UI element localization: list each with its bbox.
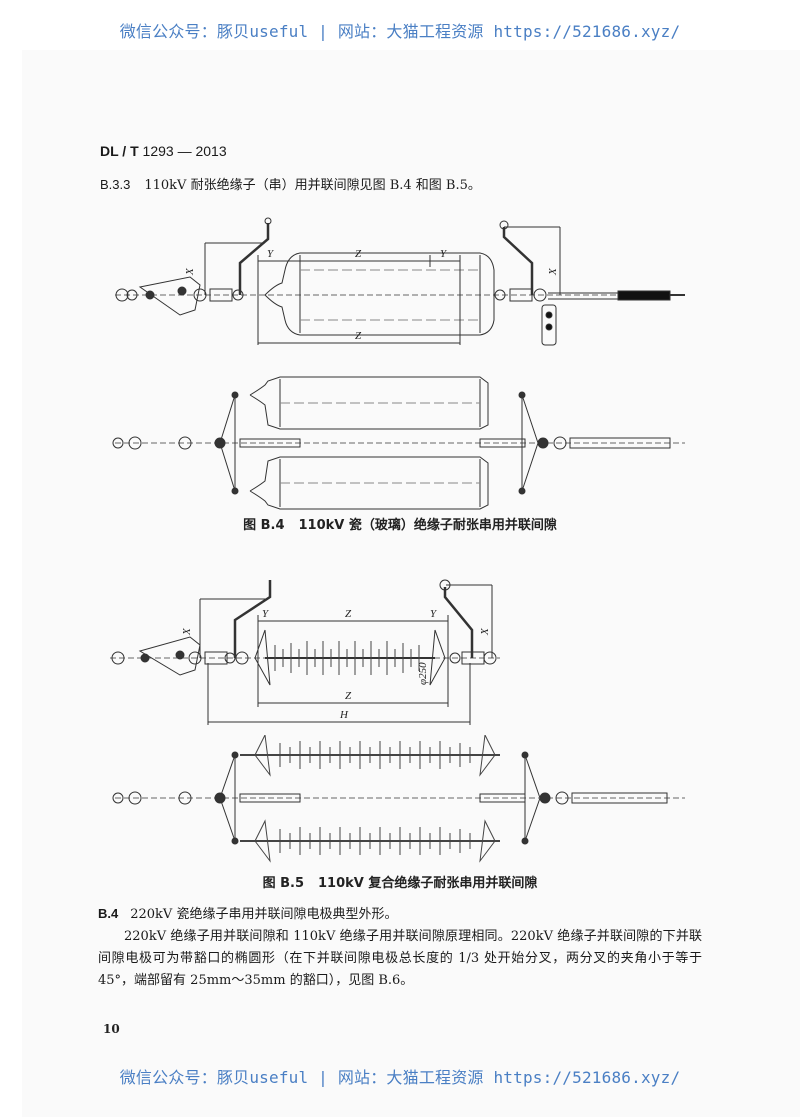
- standard-code-prefix: DL / T: [100, 143, 139, 159]
- watermark-bottom: 微信公众号：豚贝useful | 网站：大猫工程资源 https://52168…: [119, 1068, 681, 1087]
- label-yp: Y: [440, 248, 448, 260]
- figure-b4-caption: 图 B.4 110kV 瓷（玻璃）绝缘子耐张串用并联间隙: [0, 514, 800, 533]
- figure-b5-title: 110kV 复合绝缘子耐张串用并联间隙: [318, 876, 538, 891]
- page-number: 10: [103, 1022, 120, 1036]
- standard-code-number: 1293 — 2013: [142, 143, 227, 159]
- section-b4-body: 220kV 绝缘子用并联间隙和 110kV 绝缘子用并联间隙原理相同。220kV…: [98, 929, 702, 988]
- label-z: Z: [355, 248, 362, 260]
- label-diameter: φ250: [417, 662, 429, 685]
- page-background: [22, 50, 800, 1117]
- label-z: Z: [345, 608, 352, 620]
- clause-b33: B.3.3 110kV 耐张绝缘子（串）用并联间隙见图 B.4 和图 B.5。: [100, 174, 481, 193]
- label-yc: Y: [267, 248, 275, 260]
- figure-b5-top-view: [100, 735, 700, 865]
- label-h: H: [339, 709, 349, 721]
- watermark-top: 微信公众号：豚贝useful | 网站：大猫工程资源 https://52168…: [119, 22, 681, 41]
- section-title: 220kV 瓷绝缘子串用并联间隙电极典型外形。: [130, 907, 398, 922]
- figure-b5-number: 图 B.5: [262, 876, 305, 891]
- section-number: B.4: [98, 906, 119, 921]
- label-yc: Y: [262, 608, 270, 620]
- label-z0: Z: [345, 690, 352, 702]
- clause-number: B.3.3: [100, 177, 131, 192]
- label-yp: Y: [430, 608, 438, 620]
- section-b4-heading: B.4 220kV 瓷绝缘子串用并联间隙电极典型外形。: [98, 903, 702, 926]
- figure-b4-top-view: [100, 375, 700, 510]
- figure-b5-caption: 图 B.5 110kV 复合绝缘子耐张串用并联间隙: [0, 872, 800, 891]
- label-xp: X: [479, 627, 491, 636]
- standard-code: DL / T 1293 — 2013: [100, 143, 227, 159]
- figure-b4-number: 图 B.4: [243, 518, 285, 533]
- figure-b4-side-view: X Y Z Y X Z: [100, 215, 700, 365]
- clause-text: 110kV 耐张绝缘子（串）用并联间隙见图 B.4 和图 B.5。: [144, 178, 481, 193]
- figure-b4-title: 110kV 瓷（玻璃）绝缘子耐张串用并联间隙: [298, 518, 557, 533]
- label-z0: Z: [355, 330, 362, 342]
- label-xc: X: [181, 627, 193, 636]
- figure-b5-side-view: X Y Z Y X φ250 Z H: [100, 575, 700, 730]
- label-xc: X: [184, 267, 196, 276]
- label-xp: X: [547, 267, 559, 276]
